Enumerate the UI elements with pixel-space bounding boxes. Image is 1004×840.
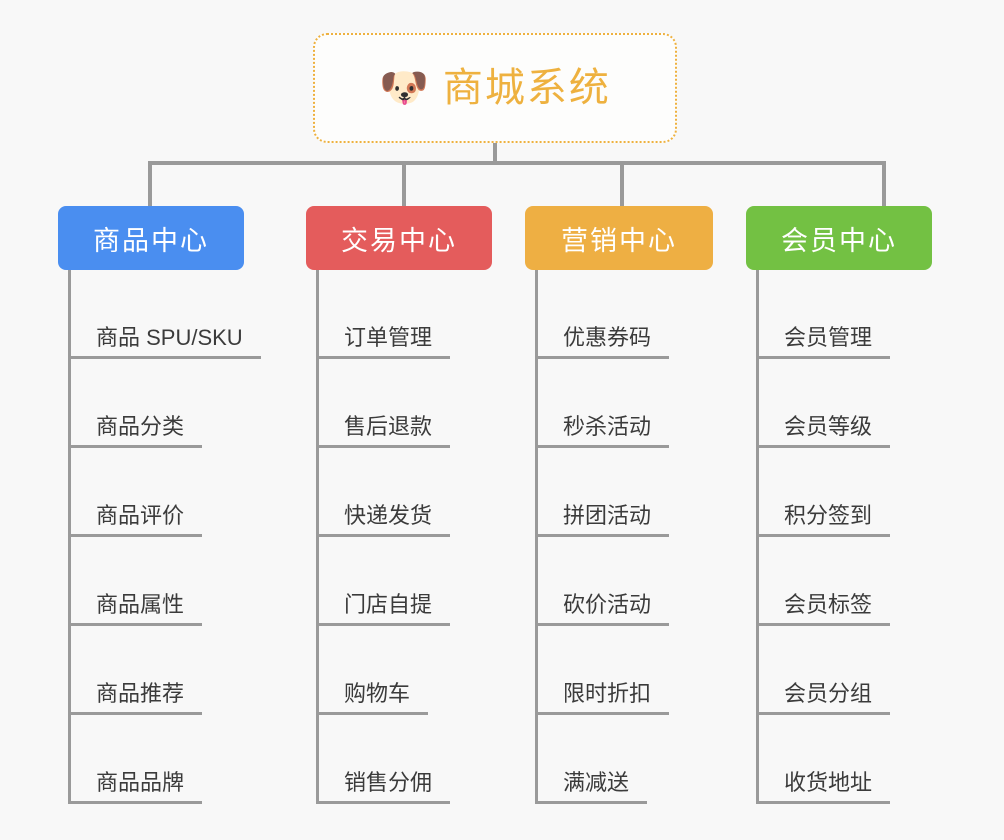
list-item-label: 快递发货: [316, 503, 451, 537]
category-spine-connector: [68, 270, 71, 804]
list-item[interactable]: 会员标签: [746, 537, 932, 626]
list-item-label: 砍价活动: [535, 592, 670, 626]
category-spine-connector: [316, 270, 319, 804]
list-item-label: 购物车: [316, 681, 429, 715]
list-item[interactable]: 商品推荐: [58, 626, 244, 715]
list-item-label: 限时折扣: [535, 681, 670, 715]
list-item-label: 门店自提: [316, 592, 451, 626]
list-item-label: 商品分类: [68, 414, 203, 448]
list-item[interactable]: 会员等级: [746, 359, 932, 448]
list-item-label: 优惠券码: [535, 325, 670, 359]
category-item-list-3: 会员管理会员等级积分签到会员标签会员分组收货地址: [746, 270, 932, 804]
root-stem-connector: [493, 143, 497, 164]
category-column-2: 营销中心优惠券码秒杀活动拼团活动砍价活动限时折扣满减送: [525, 206, 713, 804]
list-item-label: 售后退款: [316, 414, 451, 448]
list-item-label: 会员标签: [756, 592, 891, 626]
list-item[interactable]: 商品属性: [58, 537, 244, 626]
list-item-label: 积分签到: [756, 503, 891, 537]
list-item[interactable]: 砍价活动: [525, 537, 713, 626]
list-item-label: 订单管理: [316, 325, 451, 359]
list-item[interactable]: 商品 SPU/SKU: [58, 270, 261, 359]
list-item-label: 秒杀活动: [535, 414, 670, 448]
list-item[interactable]: 订单管理: [306, 270, 492, 359]
category-spine-connector: [535, 270, 538, 804]
list-item-label: 会员分组: [756, 681, 891, 715]
list-item[interactable]: 购物车: [306, 626, 492, 715]
category-column-3: 会员中心会员管理会员等级积分签到会员标签会员分组收货地址: [746, 206, 932, 804]
list-item-label: 销售分佣: [316, 770, 451, 804]
list-item-label: 商品评价: [68, 503, 203, 537]
list-item[interactable]: 会员管理: [746, 270, 932, 359]
category-spine-connector: [756, 270, 759, 804]
branch-bus-connector: [148, 161, 886, 165]
category-item-list-2: 优惠券码秒杀活动拼团活动砍价活动限时折扣满减送: [525, 270, 713, 804]
branch-drop-connector-3: [882, 161, 886, 207]
category-item-list-0: 商品 SPU/SKU 商品分类商品评价商品属性商品推荐商品品牌: [58, 270, 261, 804]
list-item-label: 收货地址: [756, 770, 891, 804]
list-item-label: 商品 SPU/SKU: [68, 325, 261, 359]
category-header-0[interactable]: 商品中心: [58, 206, 244, 270]
category-column-1: 交易中心订单管理售后退款快递发货门店自提购物车销售分佣: [306, 206, 492, 804]
list-item[interactable]: 商品分类: [58, 359, 244, 448]
category-header-2[interactable]: 营销中心: [525, 206, 713, 270]
list-item[interactable]: 秒杀活动: [525, 359, 713, 448]
category-header-label: 会员中心: [781, 225, 897, 256]
list-item[interactable]: 积分签到: [746, 448, 932, 537]
list-item[interactable]: 商品评价: [58, 448, 244, 537]
category-column-0: 商品中心商品 SPU/SKU 商品分类商品评价商品属性商品推荐商品品牌: [58, 206, 261, 804]
list-item[interactable]: 满减送: [525, 715, 713, 804]
branch-drop-connector-2: [620, 161, 624, 207]
list-item[interactable]: 收货地址: [746, 715, 932, 804]
list-item[interactable]: 销售分佣: [306, 715, 492, 804]
list-item[interactable]: 拼团活动: [525, 448, 713, 537]
list-item-label: 满减送: [535, 770, 648, 804]
list-item-label: 拼团活动: [535, 503, 670, 537]
category-header-3[interactable]: 会员中心: [746, 206, 932, 270]
list-item-label: 商品属性: [68, 592, 203, 626]
list-item[interactable]: 优惠券码: [525, 270, 713, 359]
root-title: 商城系统: [442, 66, 611, 110]
category-header-label: 交易中心: [341, 225, 457, 256]
list-item-label: 会员管理: [756, 325, 891, 359]
branch-drop-connector-1: [402, 161, 406, 207]
list-item-label: 商品推荐: [68, 681, 203, 715]
root-node[interactable]: 🐶 商城系统: [313, 33, 677, 143]
category-header-label: 商品中心: [93, 225, 209, 256]
list-item-label: 会员等级: [756, 414, 891, 448]
list-item[interactable]: 门店自提: [306, 537, 492, 626]
list-item[interactable]: 售后退款: [306, 359, 492, 448]
list-item[interactable]: 限时折扣: [525, 626, 713, 715]
category-header-1[interactable]: 交易中心: [306, 206, 492, 270]
list-item[interactable]: 快递发货: [306, 448, 492, 537]
category-item-list-1: 订单管理售后退款快递发货门店自提购物车销售分佣: [306, 270, 492, 804]
list-item-label: 商品品牌: [68, 770, 203, 804]
category-header-label: 营销中心: [561, 225, 677, 256]
branch-drop-connector-0: [148, 161, 152, 207]
list-item[interactable]: 商品品牌: [58, 715, 244, 804]
shiba-dog-icon: 🐶: [379, 66, 429, 110]
list-item[interactable]: 会员分组: [746, 626, 932, 715]
